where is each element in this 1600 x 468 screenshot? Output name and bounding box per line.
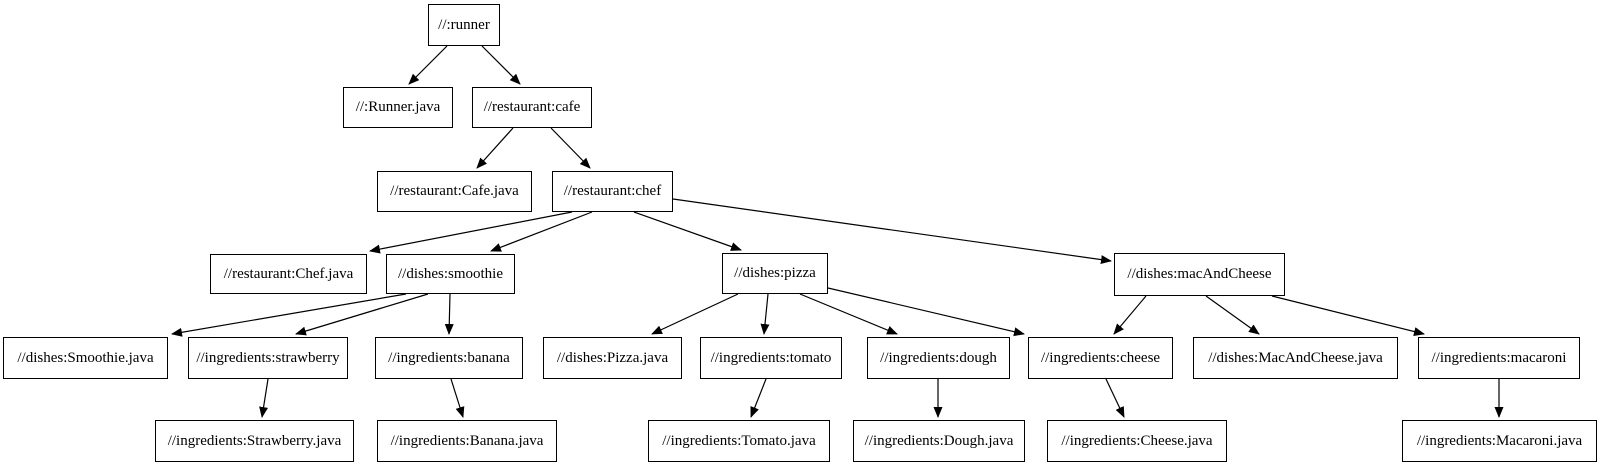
edge-smoothie-to-strawberry: [295, 293, 429, 336]
edge-runner-to-cafe: [481, 45, 521, 85]
edge-tomato-to-tomato-java: [750, 378, 767, 418]
node-pizza: //dishes:pizza: [722, 253, 828, 294]
node-smoothie-java: //dishes:Smoothie.java: [3, 337, 168, 379]
node-mac-and-cheese-java: //dishes:MacAndCheese.java: [1193, 337, 1398, 379]
edge-pizza-to-dough: [799, 293, 898, 335]
node-macaroni-java: //ingredients:Macaroni.java: [1402, 420, 1597, 462]
node-cafe: //restaurant:cafe: [472, 87, 592, 128]
node-pizza-java: //dishes:Pizza.java: [543, 337, 682, 379]
edge-mac-and-cheese-to-macaroni: [1271, 295, 1425, 336]
node-chef: //restaurant:chef: [552, 171, 673, 212]
edge-cafe-to-chef: [550, 127, 591, 169]
edge-smoothie-to-banana: [444, 293, 454, 335]
node-runner-java: //:Runner.java: [343, 87, 453, 128]
node-tomato: //ingredients:tomato: [700, 337, 842, 379]
edge-chef-to-mac-and-cheese: [672, 198, 1112, 265]
edge-cafe-to-cafe-java: [476, 127, 514, 169]
edge-banana-to-banana-java: [450, 378, 465, 418]
edge-pizza-to-tomato: [760, 293, 770, 335]
node-macaroni: //ingredients:macaroni: [1418, 337, 1580, 379]
node-chef-java: //restaurant:Chef.java: [210, 254, 367, 294]
edge-chef-to-chef-java: [369, 211, 573, 254]
node-banana-java: //ingredients:Banana.java: [377, 420, 557, 462]
node-dough-java: //ingredients:Dough.java: [853, 420, 1025, 462]
edge-chef-to-smoothie: [490, 211, 593, 252]
node-cafe-java: //restaurant:Cafe.java: [377, 171, 532, 212]
node-banana: //ingredients:banana: [375, 337, 523, 379]
node-cheese-java: //ingredients:Cheese.java: [1047, 420, 1227, 462]
edge-cheese-to-cheese-java: [1105, 378, 1125, 418]
edge-mac-and-cheese-to-cheese: [1113, 295, 1147, 335]
node-cheese: //ingredients:cheese: [1028, 337, 1173, 379]
edge-pizza-to-cheese: [827, 287, 1025, 337]
node-runner: //:runner: [428, 4, 500, 46]
edge-mac-and-cheese-to-mac-and-cheese-java: [1205, 295, 1260, 335]
edge-pizza-to-pizza-java: [651, 293, 739, 335]
edge-strawberry-to-strawberry-java: [259, 378, 269, 418]
node-mac-and-cheese: //dishes:macAndCheese: [1114, 253, 1285, 296]
edge-chef-to-pizza: [633, 211, 742, 251]
edge-runner-to-runner-java: [408, 45, 448, 85]
node-tomato-java: //ingredients:Tomato.java: [648, 420, 830, 462]
node-smoothie: //dishes:smoothie: [386, 254, 515, 294]
node-dough: //ingredients:dough: [867, 337, 1010, 379]
node-strawberry-java: //ingredients:Strawberry.java: [155, 420, 354, 462]
node-strawberry: //ingredients:strawberry: [188, 337, 348, 379]
edge-smoothie-to-smoothie-java: [171, 293, 407, 337]
